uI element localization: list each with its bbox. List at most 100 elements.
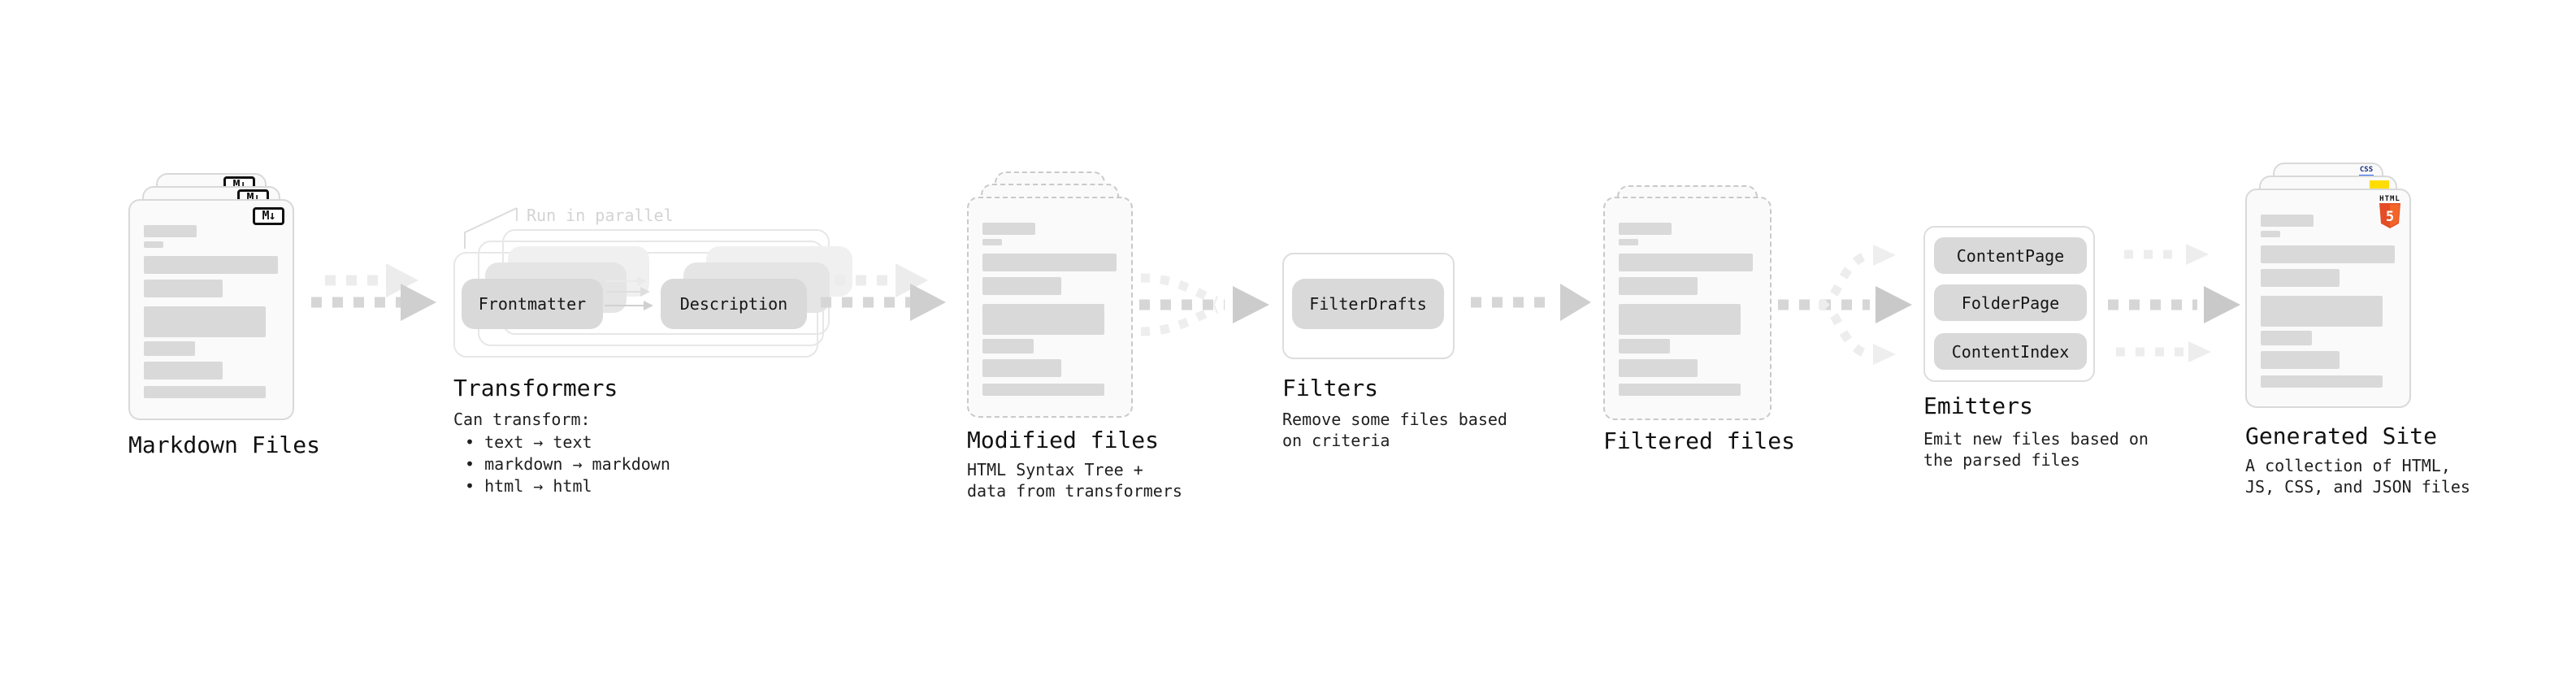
- filterdrafts-pill: FilterDrafts: [1292, 279, 1444, 329]
- document-placeholder-lines: [2247, 215, 2409, 388]
- folderpage-pill: FolderPage: [1934, 284, 2087, 321]
- converge-branch-bottom: [1140, 304, 1219, 336]
- flow-arrow-modified-to-filters: [1139, 273, 1269, 336]
- bullet-item: • html → html: [465, 476, 592, 496]
- filtered-file-card-front: [1603, 197, 1772, 420]
- desc-line: JS, CSS, and JSON files: [2245, 477, 2470, 497]
- mini-arrow: [605, 301, 653, 310]
- contentpage-pill: ContentPage: [1934, 237, 2087, 274]
- filtered-files-label: Filtered files: [1603, 427, 1796, 454]
- document-placeholder-lines: [969, 223, 1131, 396]
- placeholder-bar: [982, 339, 1034, 354]
- arrowhead: [1560, 284, 1591, 321]
- split-branch-bottom: [1818, 300, 1870, 359]
- arrow-primary: [821, 284, 946, 321]
- site-file-card-html: HTML 5: [2245, 189, 2411, 408]
- filters-desc: Remove some files based on criteria: [1282, 409, 1507, 451]
- arrowhead: [1233, 286, 1269, 323]
- html5-shield: 5: [2379, 203, 2400, 228]
- frontmatter-pill: Frontmatter: [462, 279, 603, 329]
- converge-branch-top: [1140, 273, 1219, 306]
- arrow-secondary: [325, 263, 418, 297]
- arrowhead-bottom: [1873, 344, 1896, 365]
- placeholder-bar: [144, 362, 223, 380]
- arrowhead-middle: [2204, 286, 2240, 323]
- placeholder-bar: [1619, 384, 1741, 396]
- document-placeholder-lines: [130, 225, 293, 398]
- desc-line: the parsed files: [1923, 450, 2080, 470]
- placeholder-bar: [2261, 231, 2280, 237]
- arrowhead-top: [1873, 245, 1896, 266]
- contentindex-pill: ContentIndex: [1934, 333, 2087, 370]
- html5-icon-text: HTML: [2379, 195, 2400, 203]
- placeholder-bar: [144, 280, 223, 297]
- emitters-desc: Emit new files based on the parsed files: [1923, 428, 2149, 471]
- placeholder-bar: [144, 386, 266, 398]
- desc-line: A collection of HTML,: [2245, 456, 2451, 475]
- placeholder-bar: [982, 384, 1104, 396]
- placeholder-bar: [982, 359, 1061, 377]
- arrow-primary: [311, 284, 436, 321]
- transformers-desc-title: Can transform:: [453, 410, 591, 429]
- modified-files-desc: HTML Syntax Tree + data from transformer…: [967, 459, 1182, 501]
- flow-arrow-filtered-to-emitters: [1778, 245, 1912, 365]
- placeholder-bar: [982, 277, 1061, 295]
- placeholder-bar: [1619, 223, 1672, 235]
- placeholder-bar: [2261, 215, 2314, 227]
- placeholder-bar: [982, 223, 1035, 235]
- svg-text:5: 5: [2386, 209, 2394, 225]
- transformers-bullet-list: • text → text • markdown → markdown • ht…: [465, 432, 670, 497]
- desc-line: on criteria: [1282, 431, 1390, 450]
- bullet-item: • text → text: [465, 432, 592, 452]
- document-placeholder-lines: [1605, 223, 1770, 396]
- placeholder-bar: [2261, 351, 2340, 369]
- placeholder-bar: [2261, 296, 2383, 327]
- placeholder-bar: [1619, 359, 1698, 377]
- emitters-label: Emitters: [1923, 393, 2033, 419]
- placeholder-bar: [1619, 339, 1670, 354]
- description-pill: Description: [661, 279, 807, 329]
- desc-line: Emit new files based on: [1923, 429, 2149, 449]
- modified-files-label: Modified files: [967, 427, 1160, 453]
- desc-line: HTML Syntax Tree +: [967, 460, 1143, 479]
- arrowhead-middle: [1876, 286, 1912, 323]
- flow-arrow-emitters-to-site: [2108, 244, 2240, 362]
- placeholder-bar: [1619, 254, 1753, 271]
- flow-arrow-filters-to-filtered: [1471, 284, 1591, 321]
- split-branch-top: [1818, 250, 1870, 310]
- markdown-files-label: Markdown Files: [128, 432, 321, 458]
- arrow-secondary: [835, 263, 928, 297]
- placeholder-bar: [144, 241, 163, 248]
- flow-arrow-transformers-to-modified: [821, 263, 946, 321]
- css-icon-text: CSS: [2359, 166, 2374, 174]
- placeholder-bar: [144, 306, 266, 337]
- desc-line: data from transformers: [967, 481, 1182, 501]
- placeholder-bar: [1619, 277, 1698, 295]
- placeholder-bar: [2261, 375, 2383, 388]
- filters-label: Filters: [1282, 375, 1379, 401]
- bullet-item: • markdown → markdown: [465, 454, 670, 474]
- markdown-icon: M↓: [253, 207, 284, 225]
- placeholder-bar: [2261, 331, 2312, 345]
- html5-icon: HTML 5: [2377, 195, 2403, 229]
- placeholder-bar: [982, 254, 1117, 271]
- desc-line: Remove some files based: [1282, 410, 1507, 429]
- flow-arrow-markdown-to-transformers: [311, 263, 436, 321]
- placeholder-bar: [982, 239, 1002, 245]
- arrowhead-bottom: [2188, 341, 2211, 362]
- placeholder-bar: [1619, 304, 1741, 335]
- mini-arrow: [606, 276, 647, 286]
- placeholder-bar: [144, 256, 278, 274]
- placeholder-bar: [982, 304, 1104, 335]
- placeholder-bar: [144, 225, 197, 237]
- transform-step-arrows: [605, 276, 653, 310]
- generated-site-label: Generated Site: [2245, 423, 2438, 449]
- mini-arrow: [606, 287, 650, 297]
- run-in-parallel-annotation: Run in parallel: [527, 206, 674, 225]
- generated-site-desc: A collection of HTML, JS, CSS, and JSON …: [2245, 455, 2470, 497]
- placeholder-bar: [144, 341, 195, 356]
- annotation-callout-line: [464, 207, 518, 249]
- markdown-file-card-front: M↓: [128, 199, 294, 420]
- modified-file-card-front: [967, 197, 1133, 418]
